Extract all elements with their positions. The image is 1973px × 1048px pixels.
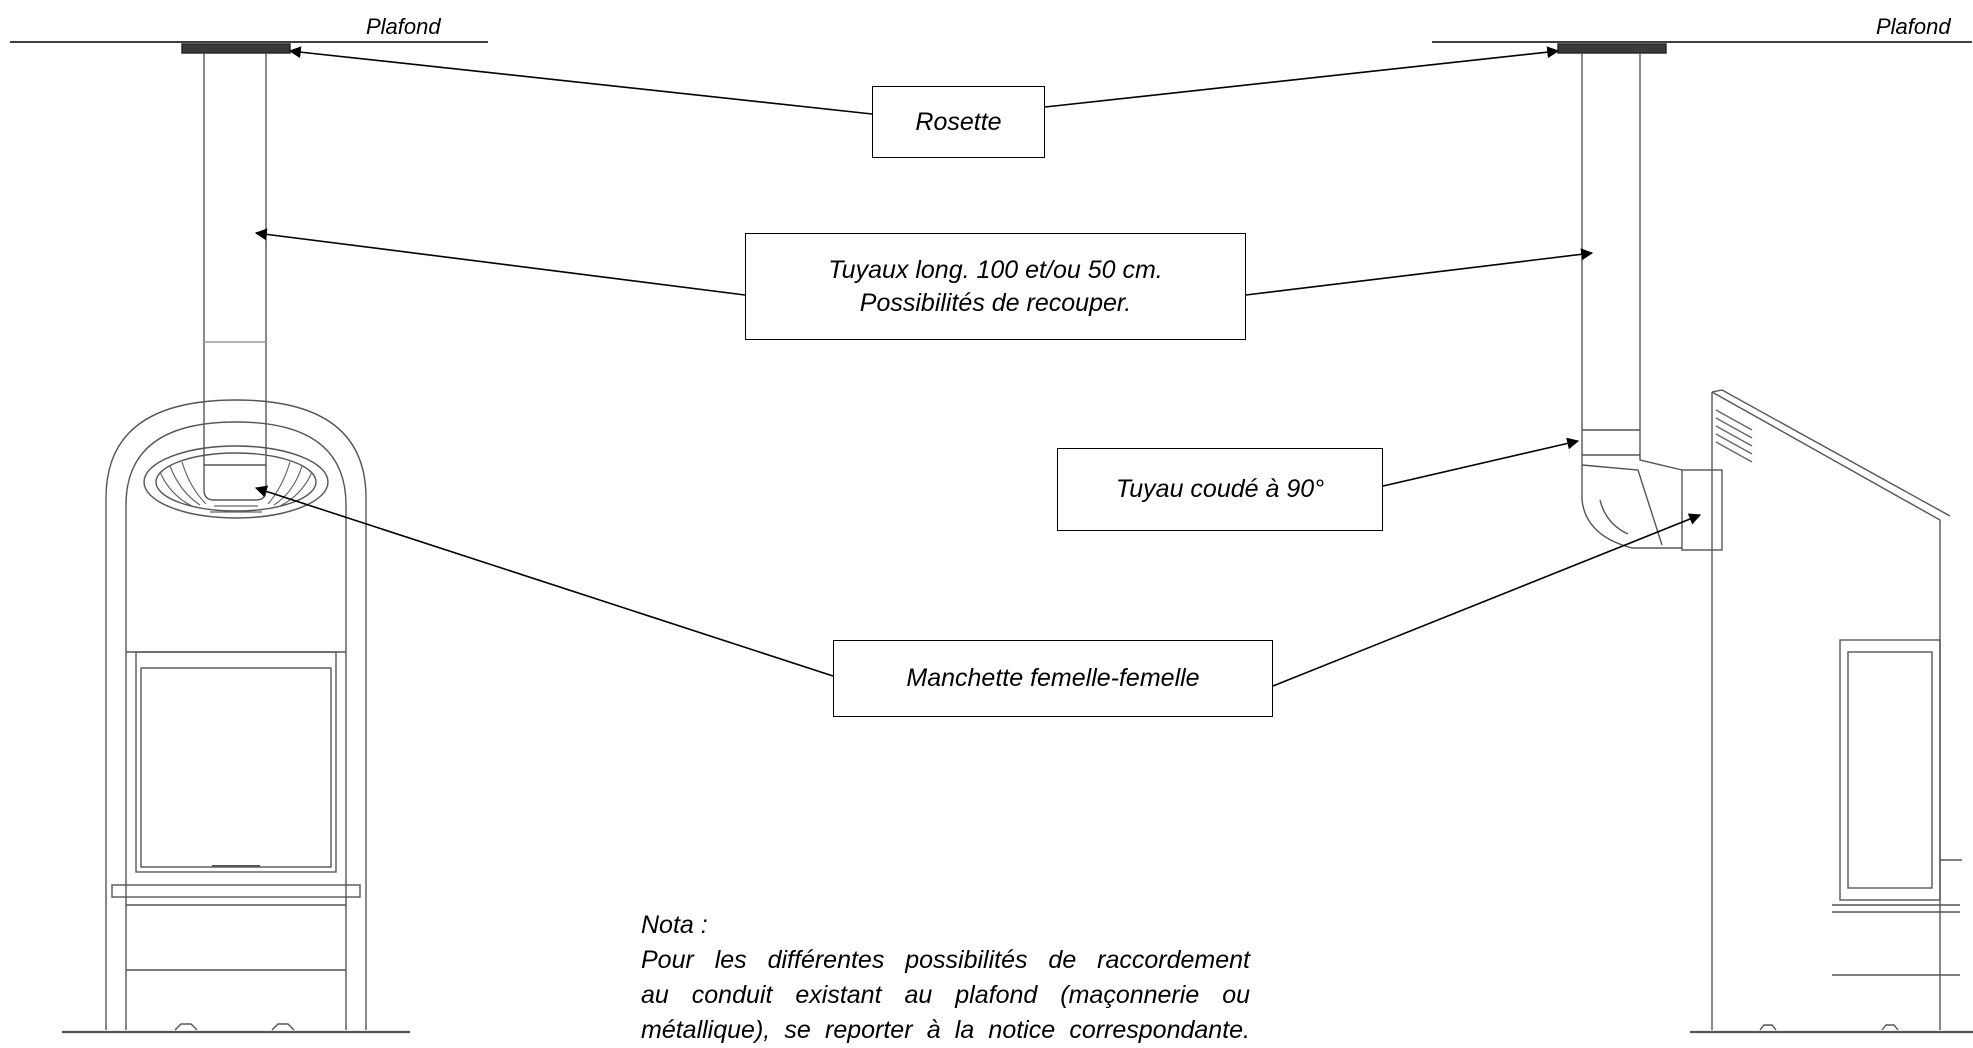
ceiling-label-right: Plafond <box>1876 14 1951 39</box>
sleeve-label: Manchette femelle-femelle <box>906 664 1200 692</box>
leader-pipe-right <box>1245 248 1594 296</box>
elbow-callout: Tuyau coudé à 90° <box>1057 448 1383 531</box>
elbow-label: Tuyau coudé à 90° <box>1115 475 1325 503</box>
leader-sleeve-right <box>1272 513 1702 687</box>
note-title: Nota : <box>641 911 708 939</box>
note-line-3: métallique), se reporter à la notice cor… <box>641 1016 1250 1044</box>
leader-elbow <box>1382 437 1580 487</box>
leader-rosette-right <box>1044 46 1560 108</box>
sleeve-callout: Manchette femelle-femelle <box>833 640 1273 717</box>
pipes-callout: Tuyaux long. 100 et/ou 50 cm. Possibilit… <box>745 233 1246 340</box>
leader-pipe-left <box>254 228 746 296</box>
pipes-label-line2: Possibilités de recouper. <box>859 288 1132 317</box>
stove-front-view <box>62 43 410 1034</box>
note-line-2: au conduit existant au plafond (maçonner… <box>641 981 1250 1009</box>
rosette-label: Rosette <box>915 107 1002 136</box>
rosette-callout: Rosette <box>872 86 1045 158</box>
leader-rosette-left <box>288 46 873 115</box>
leader-lines <box>254 46 1702 687</box>
note-line-1: Pour les différentes possibilités de rac… <box>641 946 1250 974</box>
leader-sleeve-left <box>254 485 834 677</box>
pipes-label-line1: Tuyaux long. 100 et/ou 50 cm. <box>828 255 1163 284</box>
stove-side-view <box>1557 43 1973 1034</box>
installation-note: Nota : Pour les différentes possibilités… <box>641 908 1250 1048</box>
ceiling-label-left: Plafond <box>366 14 441 39</box>
